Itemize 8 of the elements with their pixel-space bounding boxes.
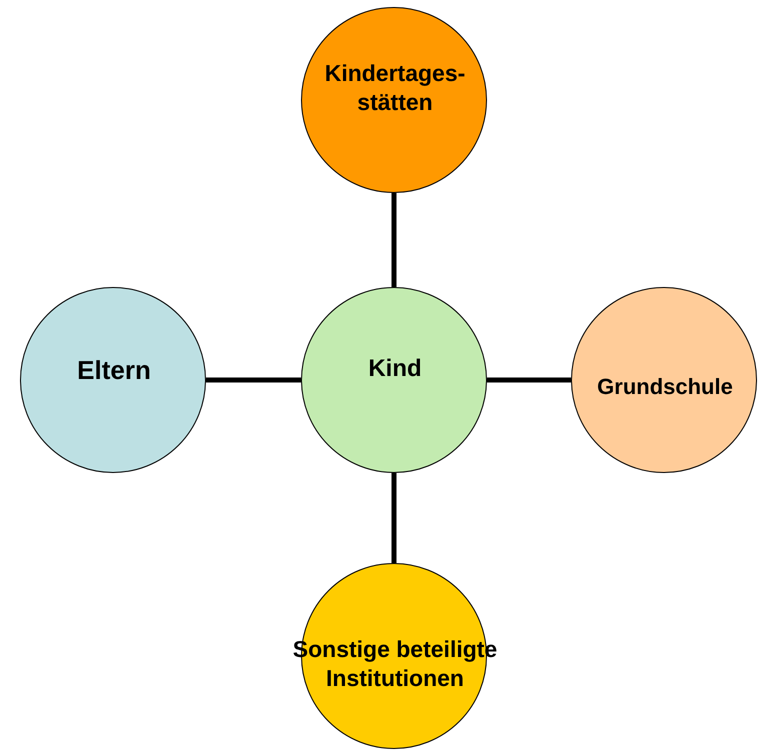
node-label: Eltern	[76, 354, 152, 386]
node-label: Kind	[367, 354, 423, 384]
connector-line	[487, 378, 571, 382]
node-label: Kindertages- stätten	[324, 59, 466, 116]
connector-line	[392, 193, 396, 287]
connector-line	[206, 378, 301, 382]
node-label: Grundschule	[596, 373, 734, 400]
connector-line	[392, 473, 396, 563]
